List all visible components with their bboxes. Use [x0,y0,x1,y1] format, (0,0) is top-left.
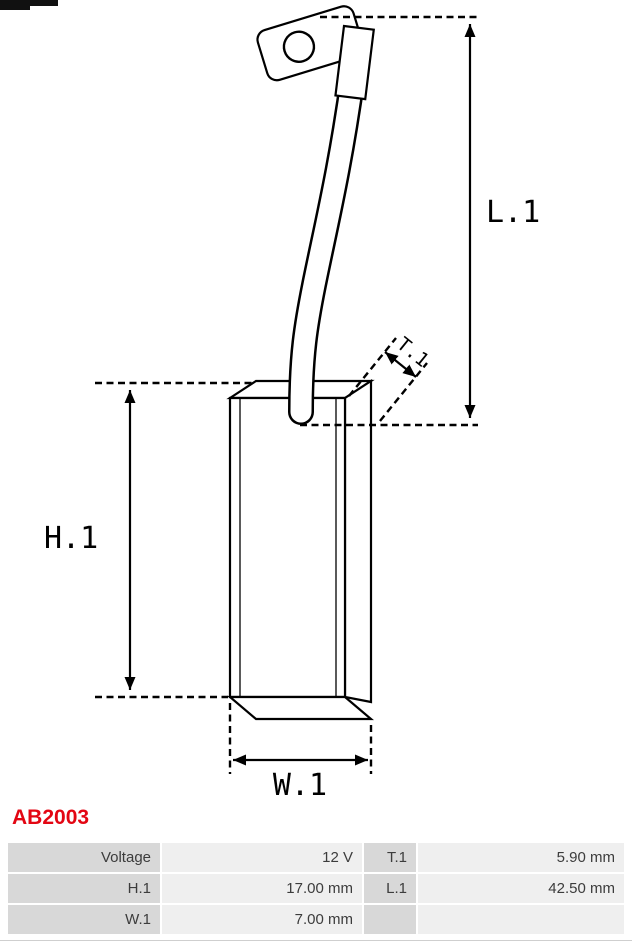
spec-value-h1: 17.00 mm [162,874,362,903]
spec-label-l1: L.1 [364,874,416,903]
logo-bar [0,0,58,6]
ext-line-t1-b [379,362,428,422]
spec-label-voltage: Voltage [8,843,160,872]
dim-line-t1 [384,351,417,378]
bottom-divider [0,940,632,941]
brush-front-face [228,396,347,699]
spec-value-empty [418,905,624,934]
part-number-link[interactable]: AB2003 [12,806,90,829]
brush-body [226,378,375,721]
spec-table: Voltage 12 V T.1 5.90 mm H.1 17.00 mm L.… [8,843,624,934]
lead-wire [288,62,366,425]
terminal [256,5,376,101]
ext-line-t1-a [348,337,397,397]
terminal-crimp [334,24,376,101]
spec-value-voltage: 12 V [162,843,362,872]
spec-value-l1: 42.50 mm [418,874,624,903]
dim-label-h1: H.1 [44,521,98,556]
spec-label-w1: W.1 [8,905,160,934]
brush-technical-drawing: L.1 H.1 W.1 T.1 [44,5,540,800]
spec-value-t1: 5.90 mm [418,843,624,872]
brush-bottom-bevel [226,695,375,721]
logo-fragment [0,0,58,10]
logo-bar [0,6,30,10]
dim-label-w1: W.1 [273,768,327,800]
spec-label-h1: H.1 [8,874,160,903]
spec-label-empty [364,905,416,934]
terminal-hole [282,30,316,63]
dimension-lines [124,24,476,766]
extension-lines [95,15,478,774]
spec-label-t1: T.1 [364,843,416,872]
brush-side-face [343,378,373,704]
dim-label-l1: L.1 [486,195,540,230]
dim-label-t1: T.1 [393,333,434,372]
spec-value-w1: 7.00 mm [162,905,362,934]
